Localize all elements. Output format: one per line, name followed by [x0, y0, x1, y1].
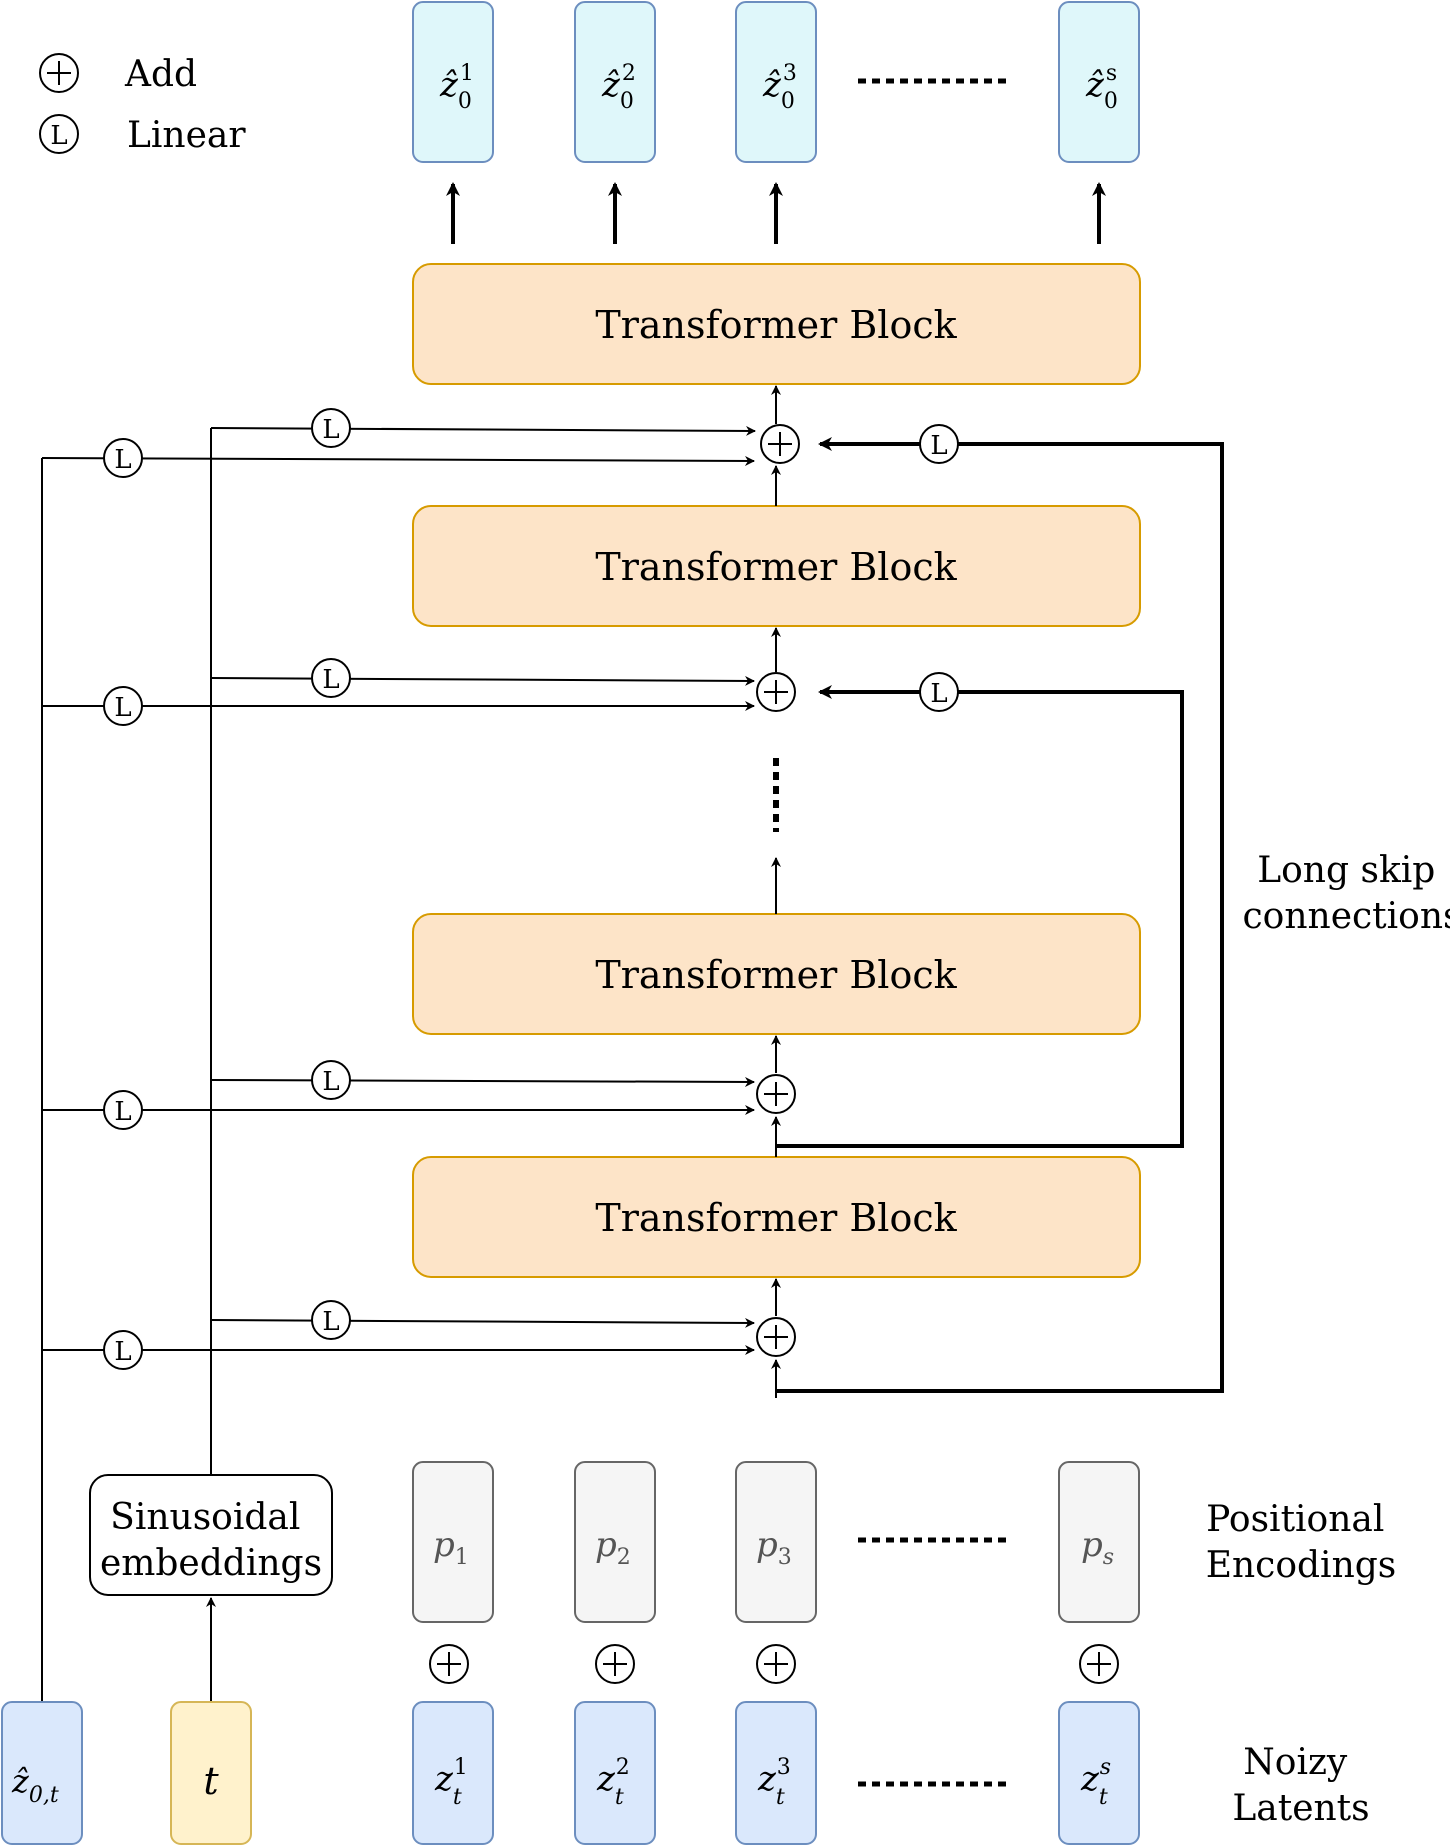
- latent-token-s: zts: [1058, 1701, 1140, 1845]
- svg-text:L: L: [50, 121, 67, 151]
- add-node: [756, 1074, 796, 1114]
- add-node: [756, 1644, 796, 1684]
- output-token-s: ẑ0s: [1058, 1, 1140, 163]
- legend: Add L Linear: [39, 53, 246, 156]
- positional-encoding-2: p2: [574, 1461, 656, 1623]
- linear-node: L: [919, 672, 959, 712]
- svg-text:Sinusoidal embeddings: Sinusoidal embeddings: [100, 1497, 322, 1584]
- svg-text:Transformer Block: Transformer Block: [595, 303, 957, 347]
- svg-text:Transformer Block: Transformer Block: [595, 545, 957, 589]
- positional-encoding-3: p3: [735, 1461, 817, 1623]
- legend-add-label: Add: [124, 54, 197, 95]
- linear-node: L: [311, 1300, 351, 1340]
- svg-text:L: L: [322, 1307, 339, 1337]
- svg-text:L: L: [114, 1337, 131, 1367]
- add-nodes: [756, 424, 800, 1357]
- output-tokens: ẑ01 ẑ02 ẑ03 ẑ0s: [412, 1, 1140, 163]
- svg-text:zt3: zt3: [757, 1755, 791, 1810]
- svg-text:L: L: [114, 693, 131, 723]
- sinusoidal-embeddings: Sinusoidal embeddings: [89, 1474, 333, 1596]
- linear-nodes: L L L L L L L L L L: [103, 408, 959, 1370]
- add-node: [595, 1644, 635, 1684]
- add-node: [760, 424, 800, 464]
- svg-text:t: t: [203, 1759, 219, 1803]
- linear-node: L: [103, 686, 143, 726]
- latents-label: Noizy Latents: [1232, 1742, 1369, 1829]
- latent-token-2: zt2: [574, 1701, 656, 1845]
- svg-text:p2: p2: [595, 1525, 631, 1570]
- conditioning-lines: [41, 425, 756, 1702]
- transformer-block-2: Transformer Block: [412, 913, 1141, 1035]
- transformer-block-3: Transformer Block: [412, 505, 1141, 627]
- legend-add-icon: [39, 53, 79, 93]
- input-t: t: [170, 1701, 252, 1845]
- output-arrows: [446, 182, 1106, 244]
- svg-text:L: L: [114, 445, 131, 475]
- linear-node: L: [919, 424, 959, 464]
- svg-text:L: L: [930, 431, 947, 461]
- noizy-latents: zt1 zt2 zt3 zts Noizy Latents: [412, 1701, 1370, 1845]
- svg-text:ẑ0s: ẑ0s: [1085, 61, 1118, 114]
- legend-linear-label: Linear: [127, 115, 246, 156]
- positional-encoding-1: p1: [412, 1461, 494, 1623]
- positional-label: Positional Encodings: [1206, 1499, 1397, 1586]
- svg-text:L: L: [114, 1097, 131, 1127]
- add-node: [756, 1317, 796, 1357]
- svg-text:ẑ0,t: ẑ0,t: [11, 1762, 59, 1808]
- linear-node: L: [103, 438, 143, 478]
- svg-text:zt1: zt1: [434, 1755, 468, 1810]
- long-skip-label: Long skip connections: [1243, 850, 1450, 937]
- svg-text:L: L: [930, 679, 947, 709]
- svg-text:Transformer Block: Transformer Block: [595, 953, 957, 997]
- legend-linear-icon: L: [39, 114, 79, 154]
- linear-node: L: [103, 1330, 143, 1370]
- positional-encodings: p1 p2 p3 ps Positional Encodings: [412, 1461, 1397, 1623]
- add-node: [429, 1644, 469, 1684]
- svg-text:L: L: [322, 1067, 339, 1097]
- svg-text:L: L: [322, 415, 339, 445]
- positional-add-nodes: [429, 1644, 1119, 1684]
- linear-node: L: [311, 1060, 351, 1100]
- svg-text:p3: p3: [756, 1525, 792, 1570]
- long-skip-connections: [776, 437, 1224, 1393]
- output-token-3: ẑ03: [735, 1, 817, 163]
- input-z0t: ẑ0,t: [1, 1701, 83, 1845]
- svg-text:p1: p1: [433, 1525, 469, 1570]
- positional-encoding-s: ps: [1058, 1461, 1140, 1623]
- svg-text:L: L: [322, 665, 339, 695]
- svg-text:Transformer Block: Transformer Block: [595, 1196, 957, 1240]
- linear-node: L: [103, 1090, 143, 1130]
- latent-token-1: zt1: [412, 1701, 494, 1845]
- linear-node: L: [311, 658, 351, 698]
- transformer-block-1: Transformer Block: [412, 1156, 1141, 1278]
- latent-token-3: zt3: [735, 1701, 817, 1845]
- transformer-block-4: Transformer Block: [412, 263, 1141, 385]
- add-node: [1079, 1644, 1119, 1684]
- linear-node: L: [311, 408, 351, 448]
- svg-text:ẑ01: ẑ01: [439, 61, 474, 114]
- svg-text:zts: zts: [1080, 1755, 1111, 1810]
- add-node: [756, 672, 796, 712]
- svg-text:zt2: zt2: [596, 1755, 630, 1810]
- svg-text:ẑ03: ẑ03: [762, 61, 797, 114]
- output-token-1: ẑ01: [412, 1, 494, 163]
- svg-text:ẑ02: ẑ02: [601, 61, 636, 114]
- output-token-2: ẑ02: [574, 1, 656, 163]
- svg-text:ps: ps: [1081, 1525, 1114, 1570]
